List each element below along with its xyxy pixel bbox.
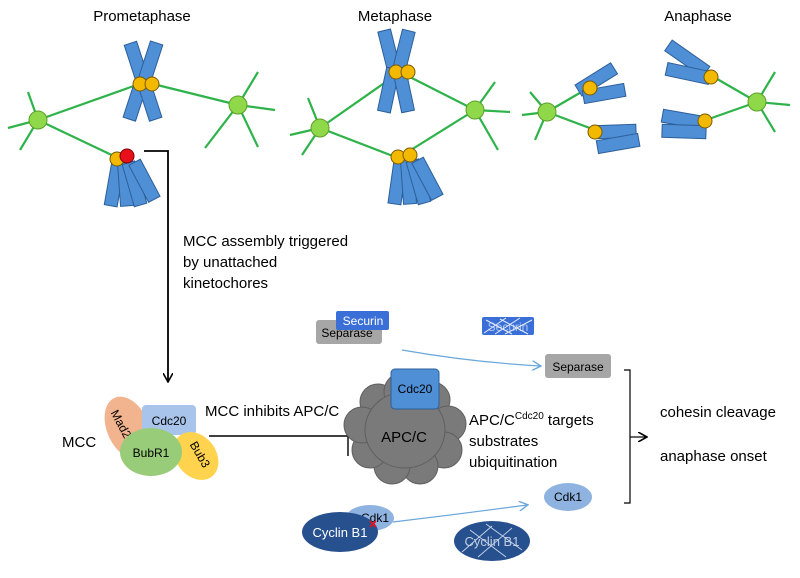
cdk1-free-label: Cdk1 (554, 490, 582, 504)
apc-targets-text-line1: APC/CCdc20 targets (469, 411, 594, 429)
kinetochore (582, 80, 598, 96)
metaphase-title: Metaphase (358, 8, 432, 25)
securin-bound-label: Securin (343, 314, 384, 328)
securin-bound (336, 311, 389, 330)
apc-label: APC/C (381, 429, 427, 446)
mcc-assembly-arrow (144, 150, 168, 381)
spindle-pole (310, 118, 330, 138)
cyclin-b1-degraded (454, 521, 530, 561)
metaphase-chromosome-lower (387, 156, 444, 206)
spindle-pole (747, 92, 767, 112)
kinetochore (697, 113, 713, 129)
cohesin-cleavage-text: cohesin cleavage (660, 404, 776, 421)
spindle-pole (228, 95, 248, 115)
mcc-assembly-text-line3: kinetochores (183, 275, 268, 292)
anaphase-onset-text: anaphase onset (660, 448, 768, 465)
kinetochore (587, 124, 603, 140)
prometaphase-chromosome-lower (103, 158, 161, 208)
apc-targets-text-line3: ubiquitination (469, 454, 557, 471)
separase-release-arrow (401, 349, 540, 366)
spindle-pole (28, 110, 48, 130)
bubr1-label: BubR1 (133, 446, 170, 460)
cyclin-b1-bound-label: Cyclin B1 (313, 525, 368, 540)
apc-targets-text-line2: substrates (469, 433, 538, 450)
mcc-assembly-text-line2: by unattached (183, 254, 277, 271)
bubr1-subunit (120, 428, 182, 476)
cdc20-subunit (142, 405, 196, 435)
spindle-pole (537, 102, 557, 122)
cdc20-label: Cdc20 (152, 414, 187, 428)
kinetochore (703, 69, 719, 85)
mcc-assembly-text-line1: MCC assembly triggered (183, 233, 348, 250)
anaphase-title: Anaphase (664, 8, 732, 25)
bub3-subunit (173, 432, 219, 480)
kinetochore (402, 147, 418, 163)
ubiquitin-mark (369, 520, 377, 528)
degradation-scribble (461, 523, 523, 558)
cyclin-b1-bound (302, 512, 378, 552)
kinetochore (144, 76, 160, 92)
cdk1-free (544, 483, 592, 511)
apc-cdc20-subunit (390, 368, 440, 410)
separase-free (545, 354, 611, 378)
mcc-label: MCC (62, 434, 96, 451)
prometaphase-title: Prometaphase (93, 8, 191, 25)
separase-free-label: Separase (552, 360, 604, 374)
outcome-bracket (624, 369, 631, 504)
spindle-pole (465, 100, 485, 120)
apc-cdc20-label: Cdc20 (398, 382, 433, 396)
unattached-kinetochore (119, 148, 135, 164)
degradation-scribble (483, 317, 533, 335)
metaphase-cell (289, 71, 511, 160)
kinetochore (400, 64, 416, 80)
anaphase-chromatid-left-upper (574, 62, 627, 105)
mcc-inhibits-text: MCC inhibits APC/C (205, 403, 339, 420)
cdk1-release-arrow (392, 505, 527, 523)
